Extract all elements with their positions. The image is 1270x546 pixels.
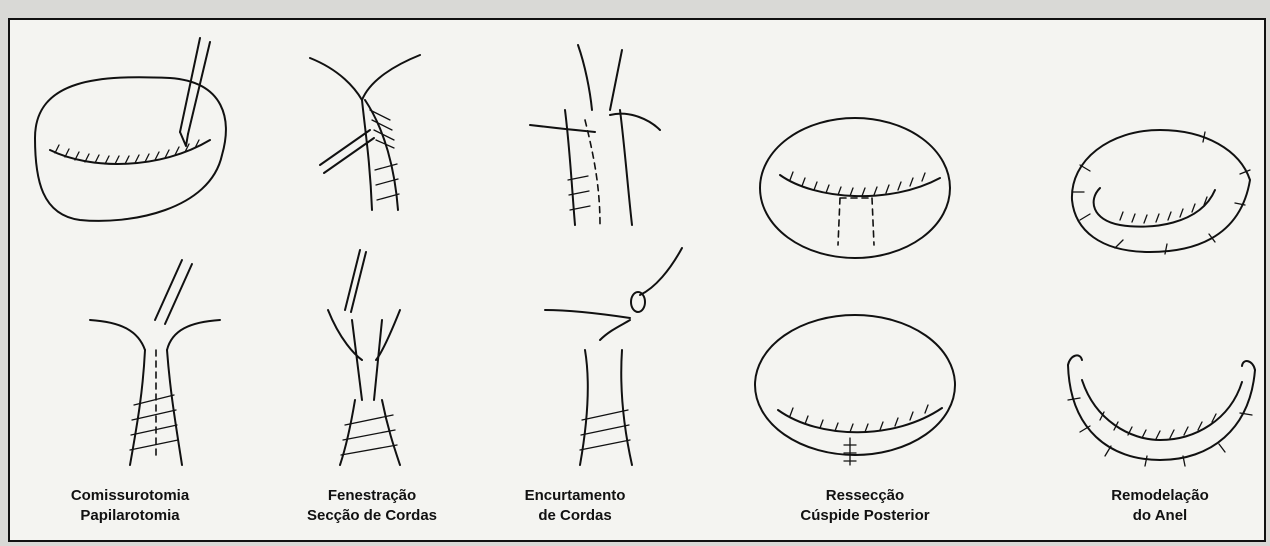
posterior-cusp-bottom-drawing — [755, 315, 955, 465]
annuloplasty-top-drawing — [1072, 130, 1250, 254]
caption-line-2: Cúspide Posterior — [785, 506, 945, 526]
papillotomy-drawing — [90, 260, 220, 465]
surgical-illustrations — [10, 20, 1268, 480]
caption-annulus-remodeling: Remodelação do Anel — [1085, 486, 1235, 526]
posterior-cusp-top-drawing — [760, 118, 950, 258]
fenestration-drawing — [310, 55, 420, 210]
chord-section-drawing — [328, 250, 400, 465]
caption-line-1: Fenestração — [292, 486, 452, 506]
caption-line-1: Encurtamento — [510, 486, 640, 506]
caption-posterior-cusp-resection: Ressecção Cúspide Posterior — [785, 486, 945, 526]
caption-line-1: Comissurotomia — [50, 486, 210, 506]
caption-line-1: Ressecção — [785, 486, 945, 506]
caption-line-2: de Cordas — [510, 506, 640, 526]
chord-shortening-top-drawing — [530, 45, 660, 225]
chord-shortening-bottom-drawing — [545, 248, 682, 465]
commissurotomy-valve-drawing — [35, 38, 226, 221]
caption-line-2: Papilarotomia — [50, 506, 210, 526]
annuloplasty-bottom-drawing — [1068, 355, 1255, 466]
caption-commissurotomy: Comissurotomia Papilarotomia — [50, 486, 210, 526]
caption-line-2: do Anel — [1085, 506, 1235, 526]
caption-fenestration: Fenestração Secção de Cordas — [292, 486, 452, 526]
caption-line-2: Secção de Cordas — [292, 506, 452, 526]
caption-chord-shortening: Encurtamento de Cordas — [510, 486, 640, 526]
figure-panel: Comissurotomia Papilarotomia Fenestração… — [8, 18, 1266, 542]
caption-line-1: Remodelação — [1085, 486, 1235, 506]
